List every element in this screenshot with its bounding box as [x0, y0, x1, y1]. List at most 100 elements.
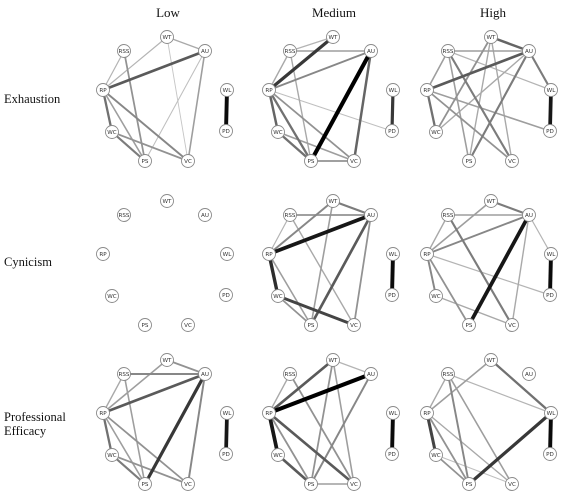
edge-wt-vc [332, 359, 355, 485]
edge-rp-au [426, 214, 530, 255]
edge-wc-au [435, 50, 530, 133]
node-label: PD [222, 293, 230, 299]
node-wt: WT [160, 30, 174, 44]
node-label: PD [388, 129, 396, 135]
node-wl: WL [220, 83, 234, 97]
node-label: PD [222, 452, 230, 458]
node-label: RP [423, 252, 431, 258]
edge-rp-wt [268, 200, 334, 255]
node-circle [522, 367, 536, 381]
node-rss: RSS [283, 208, 297, 222]
node-pd: PD [219, 124, 233, 138]
network-panels: WT AU WL PD VC PS WC RP RSS WT AU WL PD VC PS WC RP RSS WT… [96, 30, 558, 491]
node-circle [386, 247, 400, 261]
edge-rp-vc [102, 412, 189, 485]
node-circle [543, 124, 557, 138]
row-labels: Exhaustion Cynicism Professional Efficac… [4, 92, 66, 438]
node-label: AU [367, 372, 375, 378]
node-label: VC [184, 482, 192, 488]
edge-rp-vc [426, 89, 513, 162]
edge-ps-au [143, 372, 207, 486]
node-circle [181, 318, 195, 332]
node-label: WC [107, 453, 117, 459]
node-circle [283, 44, 297, 58]
node-label: RP [265, 252, 273, 258]
node-circle [462, 477, 476, 491]
edge-rss-wl [447, 50, 552, 91]
node-circle [544, 247, 558, 261]
node-circle [304, 318, 318, 332]
node-pd: PD [385, 288, 399, 302]
edge-wc-vc [277, 131, 355, 162]
node-label: VC [350, 482, 358, 488]
node-circle [219, 124, 233, 138]
node-ps: PS [462, 477, 476, 491]
node-circle [429, 289, 443, 303]
node-rp: RP [262, 247, 276, 261]
edge-wc-vc [111, 454, 189, 485]
node-circle [347, 318, 361, 332]
edge-ps-au [308, 48, 374, 164]
node-wt: WT [326, 353, 340, 367]
node-label: VC [508, 323, 516, 329]
node-label: PD [388, 293, 396, 299]
node-wc: WC [429, 448, 443, 462]
node-label: PD [546, 129, 554, 135]
node-label: WC [273, 453, 283, 459]
node-label: RP [265, 411, 273, 417]
node-pd: PD [219, 288, 233, 302]
node-ps: PS [304, 318, 318, 332]
node-circle [105, 125, 119, 139]
node-label: RSS [443, 213, 454, 219]
node-label: WL [547, 88, 557, 94]
node-vc: VC [181, 318, 195, 332]
node-label: RP [423, 88, 431, 94]
node-circle [220, 247, 234, 261]
node-pd: PD [385, 124, 399, 138]
node-label: PS [142, 323, 149, 329]
node-circle [544, 406, 558, 420]
edge-rp-au [425, 49, 531, 92]
edge-wc-ps [110, 453, 147, 486]
node-au: AU [198, 367, 212, 381]
node-label: WL [223, 411, 233, 417]
edge-rss-vc [446, 49, 514, 163]
node-circle [441, 44, 455, 58]
node-label: RSS [285, 372, 296, 378]
node-label: WC [431, 130, 441, 136]
edge-rp-au [266, 371, 374, 416]
edge-ps-au [309, 213, 373, 327]
edge-wc-ps [276, 453, 313, 486]
node-circle [420, 83, 434, 97]
edge-au-vc [187, 50, 206, 162]
node-label: RSS [119, 372, 130, 378]
node-label: VC [184, 323, 192, 329]
node-label: VC [184, 159, 192, 165]
node-label: RSS [443, 372, 454, 378]
node-circle [364, 44, 378, 58]
node-label: WT [329, 358, 339, 364]
node-circle [505, 154, 519, 168]
node-vc: VC [347, 154, 361, 168]
edge-rp-wc [267, 411, 280, 457]
edge-au-vc [187, 373, 206, 485]
node-label: PS [466, 482, 473, 488]
node-circle [326, 30, 340, 44]
node-circle [304, 154, 318, 168]
node-wl: WL [544, 247, 558, 261]
node-wt: WT [326, 194, 340, 208]
node-circle [138, 477, 152, 491]
node-circle [283, 367, 297, 381]
node-circle [385, 447, 399, 461]
edge-au-vc [511, 214, 530, 326]
edge-rp-au [268, 50, 372, 91]
node-label: VC [350, 323, 358, 329]
edge-rp-pd [426, 89, 551, 132]
node-vc: VC [347, 477, 361, 491]
edge-wt-ps [310, 200, 334, 326]
node-label: RP [423, 411, 431, 417]
